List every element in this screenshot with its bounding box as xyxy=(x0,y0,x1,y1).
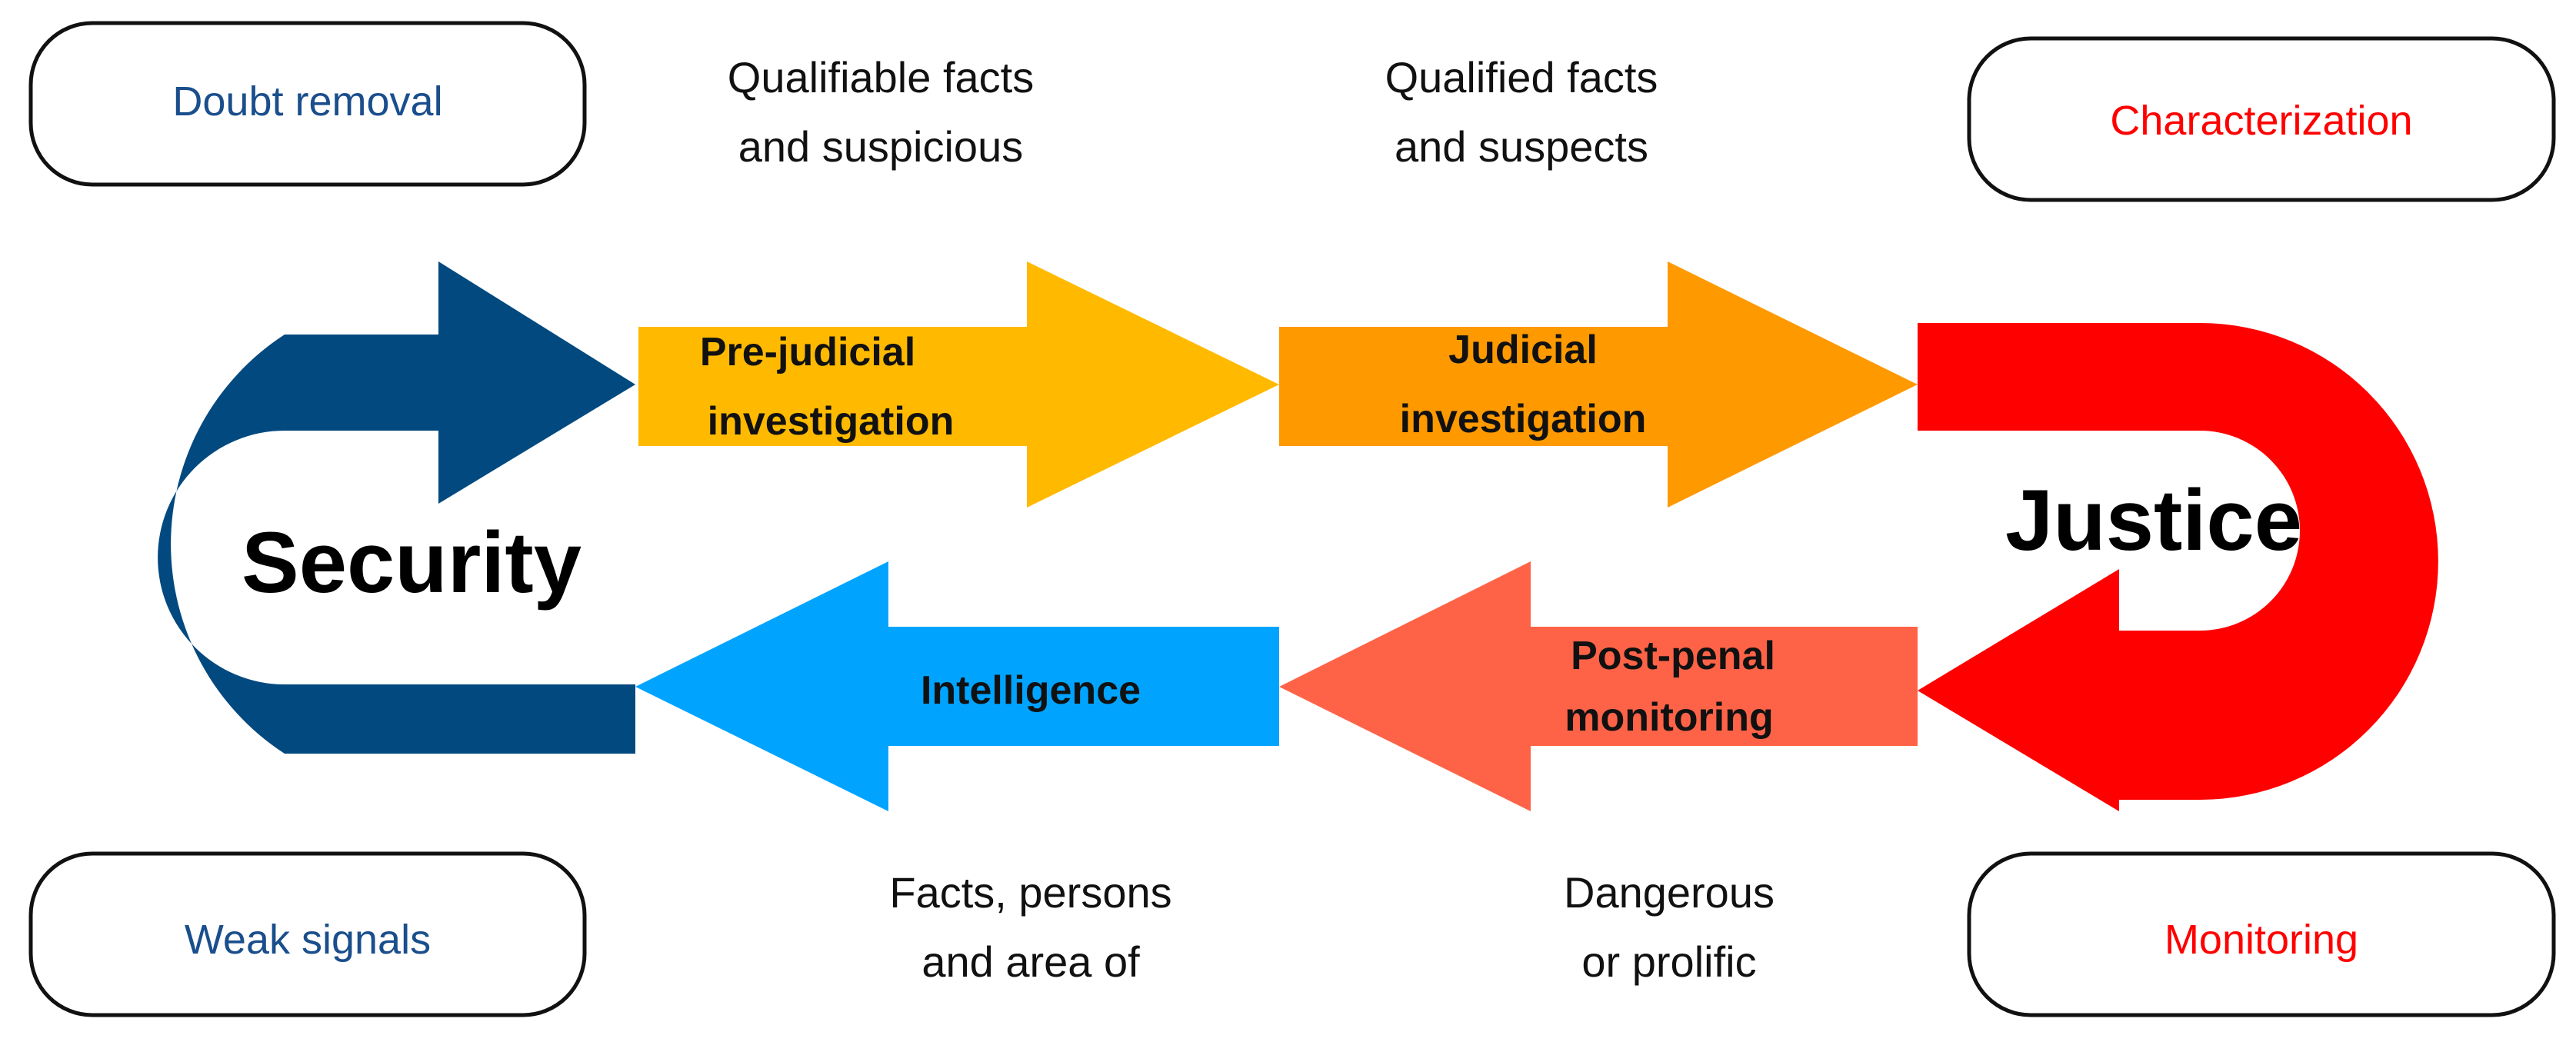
caption-dangerous-line-1: Dangerous xyxy=(1564,868,1775,917)
box-characterization-label: Characterization xyxy=(2110,98,2412,144)
box-characterization: Characterization xyxy=(1967,36,2556,202)
arrow-intelligence: Intelligence xyxy=(635,561,1279,811)
arrow-pre-judicial-label-line-1: Pre-judicial xyxy=(700,330,915,375)
caption-facts-persons-line-1: Facts, persons xyxy=(889,868,1171,917)
security-loop-shape xyxy=(158,261,635,754)
arrow-judicial-label-line-2: investigation xyxy=(1400,397,1647,441)
security-loop: Security xyxy=(158,261,635,754)
arrow-intelligence-label: Intelligence xyxy=(921,668,1141,713)
arrow-post-penal-label-line-1: Post-penal xyxy=(1571,634,1775,678)
caption-dangerous-line-2: or prolific xyxy=(1581,937,1756,986)
caption-qualifiable-facts-line-1: Qualifiable facts xyxy=(728,53,1034,102)
arrow-pre-judicial-label-line-2: investigation xyxy=(708,399,955,444)
caption-facts-persons: Facts, persons and area of xyxy=(889,868,1171,986)
box-monitoring-label: Monitoring xyxy=(2164,917,2358,963)
arrow-judicial-shape xyxy=(1279,261,1918,508)
arrow-judicial-investigation: Judicial investigation xyxy=(1279,261,1918,508)
caption-qualified-facts-line-1: Qualified facts xyxy=(1385,53,1658,102)
arrow-post-penal-shape xyxy=(1279,561,1918,811)
arrow-judicial-label-line-1: Judicial xyxy=(1448,328,1598,372)
caption-facts-persons-line-2: and area of xyxy=(921,937,1140,986)
caption-dangerous: Dangerous or prolific xyxy=(1564,868,1775,986)
arrow-post-penal-label-line-2: monitoring xyxy=(1565,695,1774,740)
caption-qualifiable-facts-line-2: and suspicious xyxy=(738,122,1023,171)
arrow-intelligence-shape xyxy=(635,561,1279,811)
box-monitoring: Monitoring xyxy=(1967,851,2556,1017)
justice-loop: Justice xyxy=(1918,323,2438,811)
box-doubt-removal-label: Doubt removal xyxy=(172,78,442,125)
box-weak-signals-label: Weak signals xyxy=(185,917,431,963)
arrow-pre-judicial-shape xyxy=(638,261,1279,508)
box-weak-signals: Weak signals xyxy=(28,851,587,1017)
box-doubt-removal: Doubt removal xyxy=(28,21,587,187)
security-label: Security xyxy=(242,514,582,611)
caption-qualifiable-facts: Qualifiable facts and suspicious xyxy=(728,53,1034,171)
caption-qualified-facts-line-2: and suspects xyxy=(1395,122,1648,171)
caption-qualified-facts: Qualified facts and suspects xyxy=(1385,53,1658,171)
arrow-post-penal-monitoring: Post-penal monitoring xyxy=(1279,561,1918,811)
arrow-pre-judicial-investigation: Pre-judicial investigation xyxy=(638,261,1279,508)
justice-loop-shape xyxy=(1918,323,2438,811)
justice-label: Justice xyxy=(2005,472,2302,568)
